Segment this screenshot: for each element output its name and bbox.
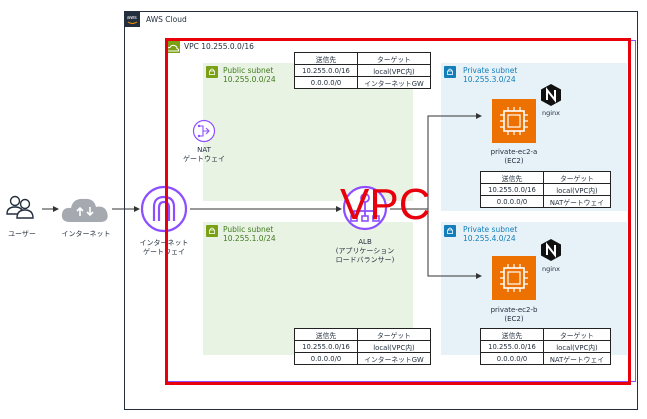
igw-label-line2: ゲートウェイ [143, 248, 185, 256]
vpc-title: VPC 10.255.0.0/16 [184, 42, 254, 51]
rt-cell: NATゲートウェイ [543, 352, 611, 365]
public-subnet-b-name: Public subnet [223, 225, 274, 234]
users-icon [4, 193, 36, 223]
private-subnet-a-lock-icon [444, 66, 456, 78]
public-subnet-b-lock-icon [206, 225, 218, 237]
rt-cell: 0.0.0.0/0 [480, 195, 544, 208]
ec2-b-badge-label: nginx [541, 265, 561, 273]
rt-cell: インターネットGW [357, 76, 431, 89]
load-balancer-icon [342, 185, 388, 231]
vpc-overlay-text: VPC [340, 180, 431, 229]
private-subnet-b-name: Private subnet [463, 225, 518, 234]
rt-cell: 0.0.0.0/0 [294, 76, 358, 89]
ec2-b-label-line2: (EC2) [504, 315, 524, 323]
rt-cell: インターネットGW [357, 352, 431, 365]
vpc-highlight-frame [165, 38, 631, 385]
ec2-a-label-line1: private-ec2-a [490, 148, 538, 156]
ec2-a-nginx-icon [540, 83, 562, 107]
alb-to-ec2b-line [427, 209, 482, 279]
internet-cloud-icon [60, 194, 112, 226]
nat-label-line2: ゲートウェイ [183, 155, 225, 163]
public-subnet-a-cidr: 10.255.0.0/24 [223, 75, 276, 84]
user-label: ユーザー [8, 230, 36, 238]
rt-cell: 0.0.0.0/0 [294, 352, 358, 365]
internet-gateway-icon [140, 185, 188, 233]
nat-label-line1: NAT [197, 146, 211, 154]
svg-text:aws: aws [127, 15, 137, 21]
rt-cell: NATゲートウェイ [543, 195, 611, 208]
ec2-b-label-line1: private-ec2-b [490, 306, 538, 314]
alb-to-ec2a-line [390, 113, 482, 210]
private-subnet-a-name: Private subnet [463, 66, 518, 75]
igw-label-line1: インターネット [139, 239, 189, 247]
alb-label-line2: (アプリケーション [335, 247, 395, 255]
ec2-a-label-line2: (EC2) [504, 157, 524, 165]
ec2-a-instance-icon [492, 99, 536, 143]
alb-label-line3: ロードバランサー) [335, 256, 395, 264]
ec2-a-badge-label: nginx [541, 109, 561, 117]
public-subnet-b-cidr: 10.255.1.0/24 [223, 234, 276, 243]
private-subnet-b-cidr: 10.255.4.0/24 [463, 234, 516, 243]
public-subnet-a-name: Public subnet [223, 66, 274, 75]
alb-label-line1: ALB [358, 238, 372, 246]
ec2-b-nginx-icon [540, 238, 562, 262]
aws-cloud-title: AWS Cloud [146, 15, 187, 24]
ec2-b-instance-icon [492, 256, 536, 300]
nat-gateway-icon [192, 119, 216, 143]
aws-cloud-frame: aws AWS Cloud [124, 11, 638, 410]
private-subnet-a-cidr: 10.255.3.0/24 [463, 75, 516, 84]
public-subnet-a-lock-icon [206, 66, 218, 78]
aws-logo-icon: aws [125, 12, 140, 27]
private-subnet-b-lock-icon [444, 225, 456, 237]
internet-label: インターネット [61, 230, 111, 238]
